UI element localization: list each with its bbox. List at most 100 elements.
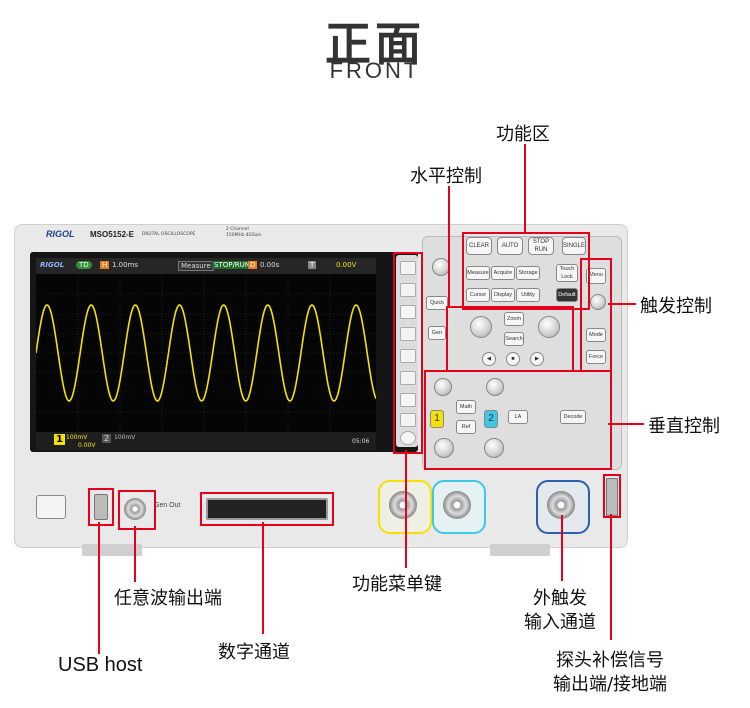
auto-button[interactable]: AUTO <box>497 237 523 255</box>
leader-horizontal <box>448 186 450 306</box>
default-button[interactable]: Default <box>556 288 578 302</box>
ch1-offset: 0.00V <box>78 442 96 449</box>
horizontal-scale-knob[interactable] <box>538 316 560 338</box>
gen-button[interactable]: Gen <box>428 326 446 340</box>
trigger-force-button[interactable]: Force <box>586 350 606 364</box>
leader-softkeys <box>405 450 407 568</box>
probe-comp-highlight <box>603 474 621 518</box>
gen-out-connector[interactable] <box>124 498 146 520</box>
page-title: 正面 <box>325 17 425 71</box>
left-foot <box>82 544 142 556</box>
touch-lock-button[interactable]: Touch Lock <box>556 264 578 282</box>
softkey-9[interactable] <box>400 431 416 445</box>
label-usb-host: USB host <box>58 654 143 676</box>
trigger-control-highlight <box>580 258 612 372</box>
softkey-7[interactable] <box>400 393 416 407</box>
zoom-button[interactable]: Zoom <box>504 312 524 326</box>
softkey-4[interactable] <box>400 327 416 341</box>
trigger-label: T <box>308 261 317 269</box>
label-probe-comp-2: 输出端/接地端 <box>552 674 668 695</box>
ch2-scale-knob[interactable] <box>484 438 504 458</box>
leader-digital <box>262 522 264 634</box>
decode-button[interactable]: Decode <box>560 410 586 424</box>
usb-highlight <box>88 488 114 526</box>
leader-gen-out <box>134 526 136 582</box>
softkey-3[interactable] <box>400 305 416 319</box>
measure-menu[interactable]: Measure <box>178 261 214 271</box>
ch1-waveform <box>36 304 376 402</box>
probe-comp-terminal[interactable] <box>606 478 618 516</box>
label-ext-trigger-1: 外触发 <box>533 588 587 609</box>
timebase-value: 1.00ms <box>112 261 139 269</box>
ch1-scale-knob[interactable] <box>434 438 454 458</box>
softkey-2[interactable] <box>400 283 416 297</box>
ch2-button[interactable]: 2 <box>484 410 498 428</box>
nav-prev-button[interactable]: ◀ <box>482 352 496 366</box>
display-screen[interactable]: RIGOL TD H 1.00ms Measure STOP/RUN D 0.0… <box>36 258 376 450</box>
horizontal-position-knob[interactable] <box>470 316 492 338</box>
ch2-offset-knob[interactable] <box>486 378 504 396</box>
usb-port[interactable] <box>94 494 108 520</box>
gen-out-label: Gen Out <box>154 502 181 509</box>
spec-line-2: 150MHz 4GSa/s <box>226 233 262 238</box>
gen-out-highlight <box>118 490 156 530</box>
ext-trigger-connector[interactable] <box>547 491 575 519</box>
power-button[interactable] <box>36 495 66 519</box>
search-button[interactable]: Search <box>504 332 524 346</box>
label-trigger-control: 触发控制 <box>640 296 712 317</box>
label-function-area: 功能区 <box>496 124 550 145</box>
clear-button[interactable]: CLEAR <box>466 237 492 255</box>
single-button[interactable]: SINGLE <box>562 237 586 255</box>
softkey-6[interactable] <box>400 371 416 385</box>
label-horizontal-control: 水平控制 <box>410 166 482 187</box>
stop-run-indicator[interactable]: STOP/RUN <box>212 261 253 269</box>
label-function-menu-keys: 功能菜单键 <box>352 574 442 595</box>
utility-button[interactable]: Utility <box>516 288 540 302</box>
model-description: DIGITAL OSCILLOSCOPE <box>142 232 196 237</box>
cursor-button[interactable]: Cursor <box>466 288 490 302</box>
softkey-1[interactable] <box>400 261 416 275</box>
trigger-level: 0.00V <box>336 261 357 269</box>
label-arb-output: 任意波输出端 <box>114 588 222 609</box>
trigger-menu-button[interactable]: Menu <box>586 268 606 284</box>
timebase-label: H <box>100 261 110 269</box>
clock-time: 05:06 <box>352 438 370 445</box>
leader-trigger <box>608 303 636 305</box>
nav-stop-button[interactable]: ■ <box>506 352 520 366</box>
leader-probe-comp <box>610 514 612 640</box>
acquire-button[interactable]: Acquire <box>491 266 515 280</box>
right-foot <box>490 544 550 556</box>
ch1-offset-knob[interactable] <box>434 378 452 396</box>
storage-button[interactable]: Storage <box>516 266 540 280</box>
ch2-input-connector[interactable] <box>443 491 471 519</box>
trigger-mode-button[interactable]: Mode <box>586 328 606 342</box>
display-button[interactable]: Display <box>491 288 515 302</box>
digital-channel-highlight <box>200 492 334 526</box>
la-button[interactable]: LA <box>508 410 528 424</box>
softkey-8[interactable] <box>400 413 416 427</box>
trigger-status: TD <box>76 261 92 269</box>
measure-button[interactable]: Measure <box>466 266 490 280</box>
leader-ext-trigger <box>561 515 563 581</box>
math-button[interactable]: Math <box>456 400 476 414</box>
status-bar: RIGOL TD H 1.00ms Measure STOP/RUN D 0.0… <box>36 258 376 274</box>
trigger-level-knob[interactable] <box>590 294 606 310</box>
page-subtitle: FRONT <box>329 58 421 83</box>
ch1-badge[interactable]: 1 <box>54 434 65 445</box>
ch1-button[interactable]: 1 <box>430 410 444 428</box>
stop-run-button[interactable]: STOP RUN <box>528 237 554 255</box>
delay-value: 0.00s <box>260 261 280 269</box>
function-area-highlight <box>462 232 590 310</box>
ch1-input-connector[interactable] <box>389 491 417 519</box>
quick-button[interactable]: Quick <box>426 296 448 310</box>
leader-vertical <box>608 423 644 425</box>
waveform-grid <box>36 274 376 432</box>
label-ext-trigger-2: 输入通道 <box>524 612 596 633</box>
ref-button[interactable]: Ref <box>456 420 476 434</box>
softkey-5[interactable] <box>400 349 416 363</box>
digital-channel-port[interactable] <box>206 498 328 520</box>
ch2-badge[interactable]: 2 <box>102 434 112 443</box>
ch1-scale: 100mV <box>66 434 88 441</box>
nav-next-button[interactable]: ▶ <box>530 352 544 366</box>
channel-bar: 1 100mV 0.00V 2 100mV 05:06 <box>36 432 376 450</box>
